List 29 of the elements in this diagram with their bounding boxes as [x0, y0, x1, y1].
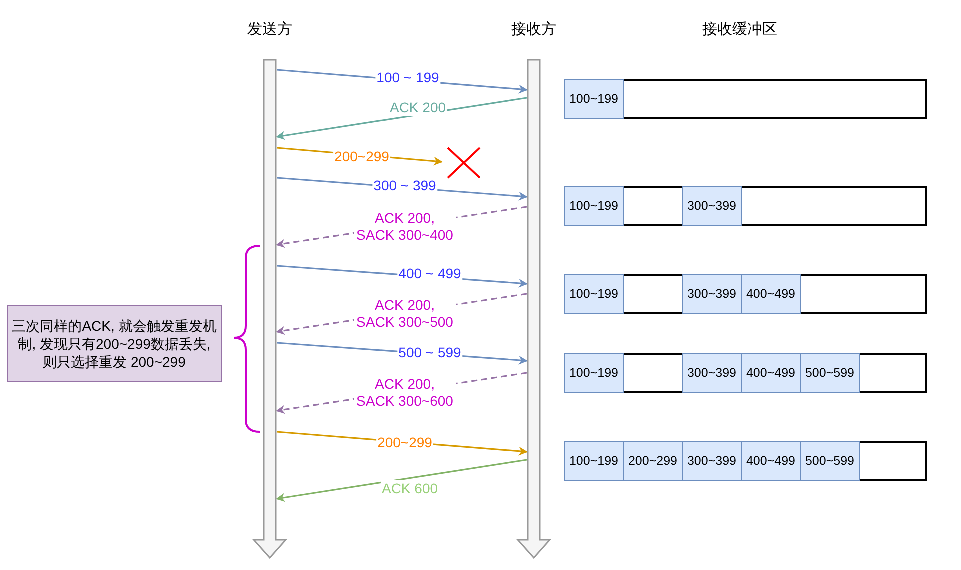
buffer-segment: 100~199 — [564, 274, 624, 314]
buffer-segment: 100~199 — [564, 79, 624, 119]
note-box: 三次同样的ACK, 就会触发重发机制, 发现只有200~299数据丢失, 则只选择重发 200~299 — [7, 305, 222, 382]
lifeline-heading: 发送方 — [246, 20, 294, 39]
buffer-segment: 400~499 — [741, 274, 801, 314]
buffer-segment: 400~499 — [741, 353, 801, 393]
buffer-row — [564, 353, 927, 393]
buffer-segment: 300~399 — [682, 353, 742, 393]
buffer-segment: 500~599 — [800, 353, 860, 393]
buffer-row — [564, 441, 927, 481]
buffer-segment: 500~599 — [800, 441, 860, 481]
edge-label: 400 ~ 499 — [398, 266, 462, 282]
buffer-segment: 300~399 — [682, 274, 742, 314]
buffer-segment: 100~199 — [564, 353, 624, 393]
buffer-segment: 100~199 — [564, 186, 624, 226]
buffer-row — [564, 79, 927, 119]
buffer-segment: 300~399 — [682, 441, 742, 481]
column-heading: 接收缓冲区 — [702, 20, 778, 39]
edge-label: ACK 200 — [388, 100, 448, 116]
buffer-segment: 400~499 — [741, 441, 801, 481]
buffer-segment: 200~299 — [623, 441, 683, 481]
edge-label: 100 ~ 199 — [376, 70, 440, 86]
arrow — [276, 459, 528, 502]
lifeline-heading: 接收方 — [510, 20, 558, 39]
lost-packet-cross — [446, 146, 482, 180]
buffer-row — [564, 274, 927, 314]
buffer-row — [564, 186, 927, 226]
buffer-segment: 100~199 — [564, 441, 624, 481]
buffer-segment: 300~399 — [682, 186, 742, 226]
